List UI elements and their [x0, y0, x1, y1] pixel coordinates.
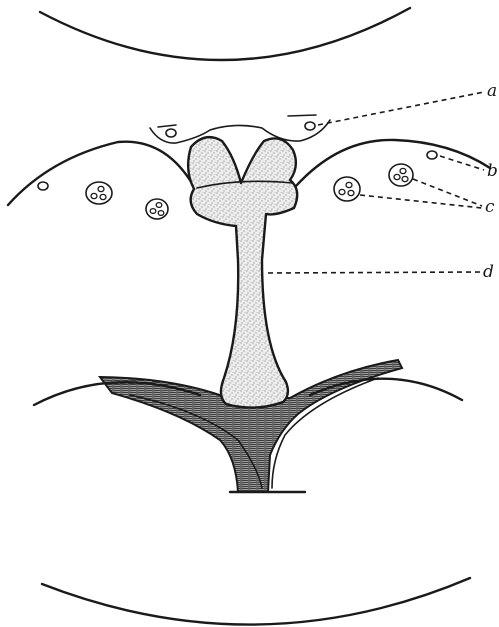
leader-d	[268, 272, 480, 273]
lower-boundary-arc	[42, 578, 470, 625]
label-b: b	[487, 161, 498, 181]
label-a: a	[487, 81, 497, 101]
leader-b	[440, 156, 484, 170]
label-d: d	[483, 262, 494, 282]
cell-group-left	[38, 182, 168, 219]
membrane-a	[150, 115, 330, 143]
upper-boundary-arc	[40, 8, 410, 60]
label-c: c	[485, 197, 495, 217]
leader-a	[318, 92, 484, 125]
cell-group-right	[334, 151, 437, 201]
leader-c-lower	[360, 195, 482, 208]
